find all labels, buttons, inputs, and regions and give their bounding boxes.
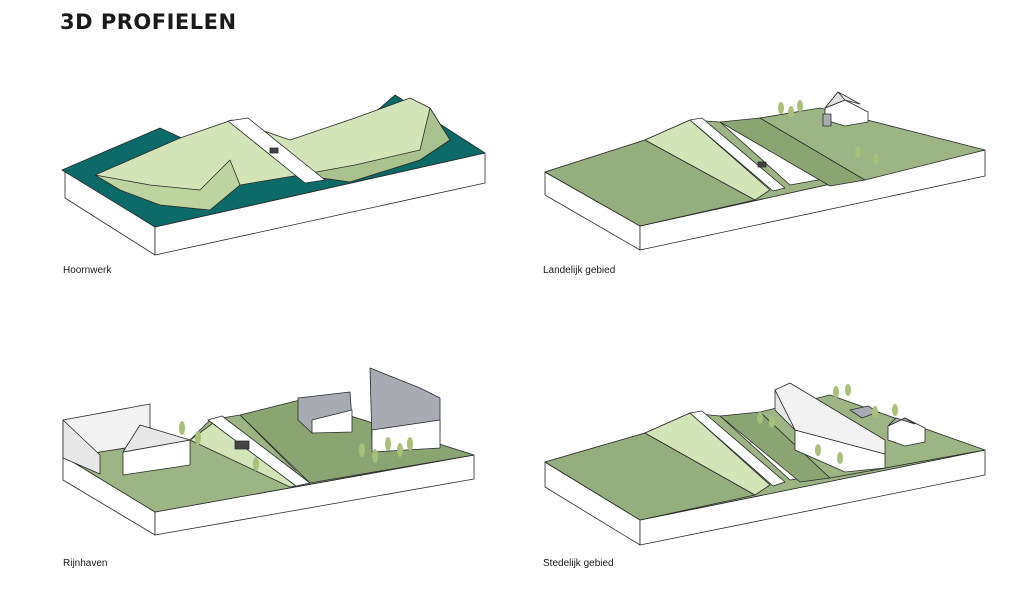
road — [689, 410, 786, 487]
page-title: 3D PROFIELEN — [60, 10, 237, 34]
tree-group — [179, 421, 413, 471]
car — [757, 161, 767, 168]
caption-rijnhaven: Rijnhaven — [63, 558, 108, 569]
row-houses-gable — [774, 389, 796, 431]
tree-group — [778, 100, 879, 165]
profile-landelijk-diagram — [544, 91, 986, 251]
road — [689, 117, 786, 192]
tree-group — [757, 384, 898, 464]
farmhouse-door — [822, 113, 832, 127]
building-small-roof — [122, 424, 191, 453]
profile-rijnhaven-diagram — [62, 367, 475, 536]
car — [269, 147, 279, 154]
profile-stedelijk-diagram — [544, 382, 986, 546]
profile-hoornwerk-diagram — [61, 94, 486, 256]
tram — [234, 440, 250, 450]
farmhouse-gable — [824, 91, 846, 109]
dike-slope-left — [94, 159, 241, 211]
building-side — [62, 419, 101, 475]
caption-hoornwerk: Hoornwerk — [63, 265, 112, 276]
dike-slope — [644, 412, 771, 496]
grey-block-1-front — [311, 409, 353, 434]
dike-slope — [644, 119, 771, 201]
caption-landelijk-gebied: Landelijk gebied — [543, 265, 616, 276]
caption-stedelijk-gebied: Stedelijk gebied — [543, 558, 614, 569]
detached-house-roof — [887, 417, 916, 427]
